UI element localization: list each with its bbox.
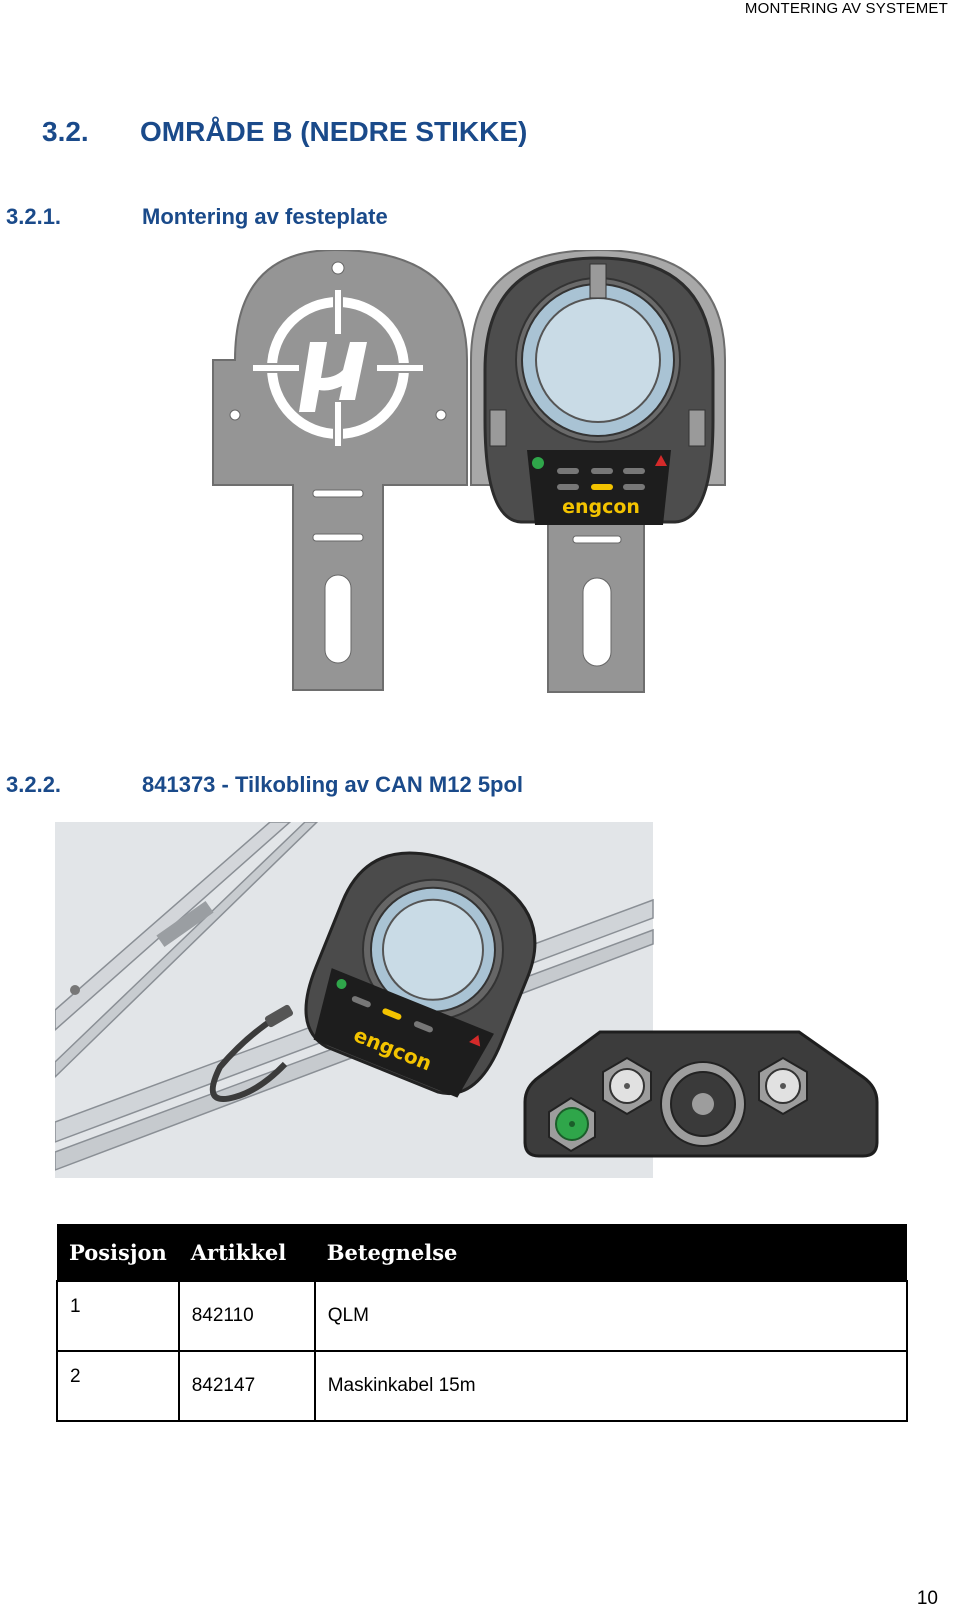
section-number: 3.2.	[42, 116, 89, 147]
table-row: 2 842147 Maskinkabel 15m	[56, 1350, 909, 1422]
m12-connector-left	[602, 1056, 652, 1116]
subsection-title: Montering av festeplate	[142, 204, 388, 229]
can-connection-figure: engcon	[55, 822, 879, 1178]
table-row: 1 842110 QLM	[56, 1280, 909, 1352]
section-title: OMRÅDE B (NEDRE STIKKE)	[140, 116, 528, 147]
cell-position: 2	[56, 1350, 180, 1422]
green-can-connector	[548, 1096, 596, 1153]
subsection-number: 3.2.2.	[6, 772, 62, 797]
machine-cable	[209, 1009, 288, 1102]
subsection-number: 3.2.1.	[6, 204, 62, 229]
qlm-device: engcon	[483, 256, 715, 525]
qlm-device-installed: engcon	[304, 851, 537, 1098]
parts-table: Posisjon Artikkel Betegnelse 1 842110 QL…	[56, 1224, 909, 1422]
subsection-heading-connection: 3.2.2. 841373 - Tilkobling av CAN M12 5po…	[6, 772, 523, 798]
cell-description: QLM	[313, 1280, 909, 1352]
column-header-position: Posisjon	[57, 1224, 179, 1281]
column-header-description: Betegnelse	[314, 1224, 907, 1281]
cell-description: Maskinkabel 15m	[313, 1350, 909, 1422]
mounting-plate-figure: engcon	[212, 250, 726, 693]
table-header-row: Posisjon Artikkel Betegnelse	[57, 1224, 907, 1281]
hydraulic-coupling	[660, 1061, 746, 1147]
m12-plug	[264, 1004, 294, 1028]
cell-article: 842147	[177, 1350, 316, 1422]
column-header-article: Artikkel	[178, 1224, 315, 1281]
section-heading: 3.2. OMRÅDE B (NEDRE STIKKE)	[42, 116, 527, 148]
connector-panel	[523, 1030, 879, 1158]
mounting-plate-left	[212, 250, 468, 691]
subsection-title: 841373 - Tilkobling av CAN M12 5pol	[142, 772, 524, 797]
subsection-heading-mounting: 3.2.1. Montering av festeplate	[6, 204, 388, 230]
m12-connector-right	[758, 1056, 808, 1116]
cell-position: 1	[56, 1280, 180, 1352]
cell-article: 842110	[177, 1280, 316, 1352]
running-header: MONTERING AV SYSTEMET	[744, 0, 948, 17]
plate-figure-logo: engcon	[562, 496, 640, 518]
page-number: 10	[916, 1588, 938, 1609]
